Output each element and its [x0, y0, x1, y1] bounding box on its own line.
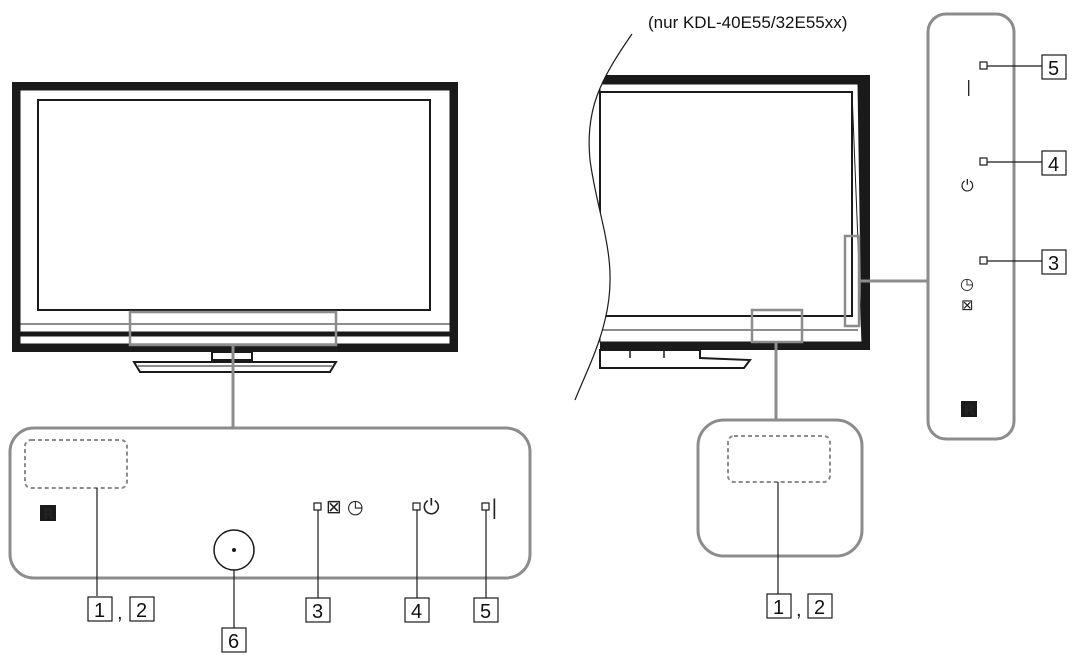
side-callout-number-3: 3	[1048, 253, 1059, 275]
side-picture-off-icon: ⊠	[961, 296, 974, 314]
cutaway-mask	[560, 0, 632, 400]
callout-number-1: 1	[94, 600, 105, 622]
side-panel-box	[926, 12, 1016, 441]
tv-stand-base	[132, 361, 338, 373]
bottom-sensor-panel: 1 , 2	[696, 418, 864, 621]
remote-sensor-icon: R	[40, 505, 56, 523]
side-callout-number-5: 5	[1048, 58, 1059, 80]
bottom-callout-comma: ,	[796, 599, 802, 621]
callout-box-5	[473, 597, 499, 623]
bottom-callout-number-1: 1	[773, 597, 784, 619]
model-caption: (nur KDL-40E55/32E55xx)	[648, 13, 847, 32]
side-remote-sensor-icon: R	[961, 401, 977, 419]
callout-box-6	[221, 627, 247, 653]
callout-number-2: 2	[136, 600, 147, 622]
side-power-icon: ⏻	[961, 176, 974, 195]
tv-side-screen	[599, 91, 853, 317]
side-callout-box-4	[1041, 150, 1067, 176]
indicator-led-5	[481, 502, 490, 511]
bottom-callout-box-2	[807, 593, 833, 619]
callout-number-5: 5	[480, 601, 491, 623]
bottom-ir-sensor-area	[727, 435, 831, 483]
tv-side-stand	[599, 349, 752, 369]
svg-text:R: R	[43, 507, 54, 523]
callout-comma: ,	[117, 602, 123, 624]
tv-side-edge-1	[851, 91, 863, 343]
bottom-panel-box	[696, 418, 864, 558]
side-callout-box-5	[1041, 54, 1067, 80]
callout-number-6: 6	[228, 631, 239, 653]
front-panel-box	[8, 426, 532, 580]
side-callout-box-3	[1041, 249, 1067, 275]
indicator-led-3	[313, 502, 322, 511]
callout-number-4: 4	[411, 601, 422, 623]
indicator-led-4	[412, 502, 421, 511]
callout-box-4	[404, 597, 430, 623]
on-icon: |	[491, 495, 498, 519]
tv-screen	[37, 99, 431, 311]
ir-sensor-area	[24, 439, 128, 489]
front-control-panel: R ⊠ ◷ ⏻ | 1 , 2 3 4 5 6	[8, 426, 532, 653]
side-control-panel: | 5 ⏻ 4 ◷ ⊠ 3 R	[926, 12, 1067, 441]
tv-bottom-bar	[19, 335, 451, 345]
side-indicator-led-5	[979, 61, 988, 70]
cutaway-edge	[574, 33, 633, 401]
side-indicator-led-4	[979, 157, 988, 166]
callout-box-2	[129, 596, 155, 622]
timer-icon: ◷	[347, 496, 364, 518]
bottom-callout-box-1	[766, 593, 792, 619]
svg-text:R: R	[964, 403, 975, 419]
side-on-icon: |	[966, 77, 971, 96]
tv-front-view	[12, 82, 458, 428]
bottom-callout-number-2: 2	[814, 597, 825, 619]
power-icon: ⏻	[423, 495, 440, 519]
picture-off-icon: ⊠	[326, 496, 342, 518]
side-indicator-led-3	[979, 256, 988, 265]
light-sensor-dot	[232, 548, 236, 552]
tv-side-view: (nur KDL-40E55/32E55xx)	[560, 0, 928, 420]
callout-box-3	[305, 597, 331, 623]
callout-box-1	[87, 596, 113, 622]
side-timer-icon: ◷	[960, 274, 974, 293]
callout-number-3: 3	[312, 601, 323, 623]
side-callout-number-4: 4	[1048, 154, 1059, 176]
